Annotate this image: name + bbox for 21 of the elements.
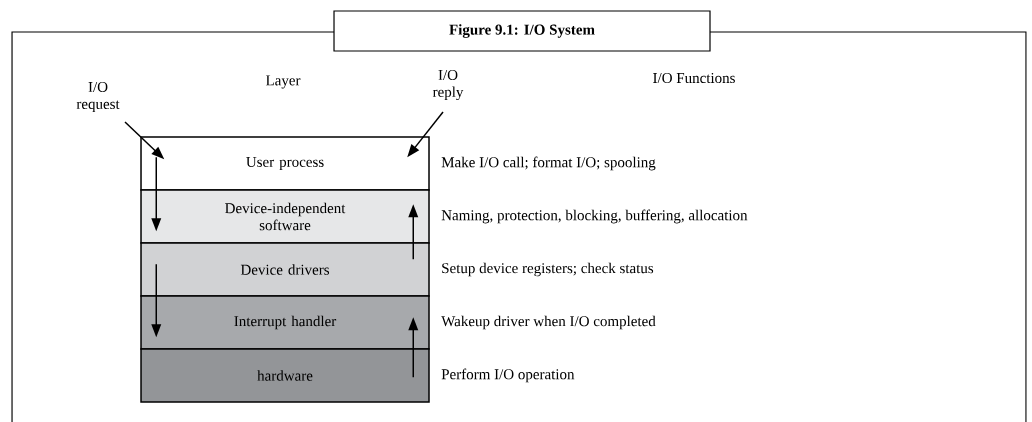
function-text: Naming, protection, blocking, buffering, allocation [441,209,748,224]
layer-box: hardware [140,348,430,403]
function-text: Make I/O call; format I/O; spooling [441,156,656,171]
column-heading: I/O Functions [653,72,735,84]
arrow [408,204,419,260]
arrow [124,121,165,160]
arrow [408,317,419,378]
arrow-label: I/O request [76,81,120,113]
layer-box: Device drivers [140,242,430,297]
arrow [151,263,162,338]
arrow [407,111,444,158]
column-heading: Layer [265,75,301,89]
function-text: Perform I/O operation [441,368,575,383]
arrow-label: I/O reply [432,69,464,101]
layer-box: Device-independent software [140,189,430,244]
title-box: Figure 9.1: I/O System [333,10,711,52]
function-text: Wakeup driver when I/O completed [441,315,656,330]
arrow [151,156,162,232]
layer-box: Interrupt handler [140,295,430,350]
function-text: Setup device registers; check status [442,262,654,277]
layer-box: User process [140,136,430,191]
